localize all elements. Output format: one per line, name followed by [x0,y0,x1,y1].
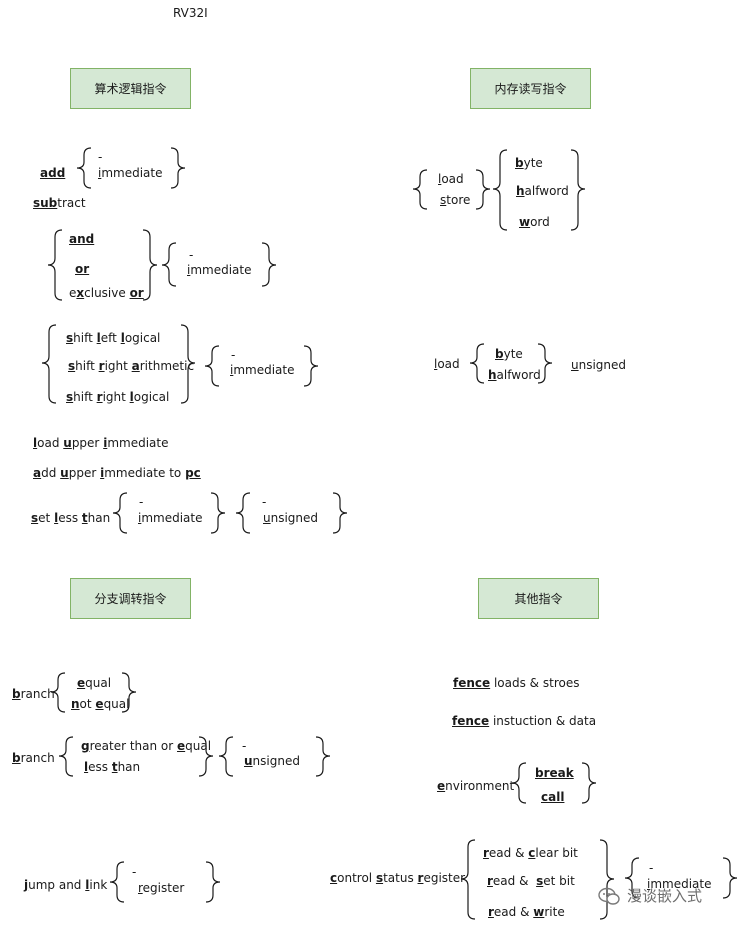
brace-csr-imm-open [624,857,640,899]
fence-i-label: fence instuction & data [452,714,597,728]
read-set-bit-label: read & set bit [487,874,575,888]
brace-size-close [570,149,586,231]
brace-logic-open [47,229,63,301]
not-equal-label: not equal [71,697,130,711]
brace-beq-open [50,672,66,713]
jal-register: register [138,881,185,895]
sll-label: shift left logical [66,331,161,345]
slt-unsigned: unsigned [263,511,319,525]
brace-bge-open [58,736,74,777]
brace-csr-open [460,839,476,920]
bge-unsigned: unsigned [244,754,300,768]
halfword-label: halfword [516,184,569,198]
brace-add-open [76,147,92,189]
word-label: word [519,215,550,229]
add-label: add [40,166,66,180]
jal-dash: - [132,865,137,879]
store-label: store [440,193,471,207]
jal-label: jump and link [24,878,108,892]
brace-shift-close [180,324,196,404]
less-than-label: less than [84,760,141,774]
brace-bge-close [198,736,214,777]
byte-label: byte [515,156,543,170]
brace-shift-open [41,324,57,404]
brace-unsigned-load-close [537,343,553,384]
halfword-label-2: halfword [488,368,541,382]
slt-dash: - [139,495,144,509]
brace-ls-open [412,169,428,210]
auipc-label: add upper immediate to pc [33,466,201,480]
brace-bge-uns-open [218,736,234,777]
sra-label: shift right arithmetic [68,359,195,373]
brace-shift-imm-open [204,345,220,387]
watermark-text: 漫谈嵌入式 [627,887,703,905]
logic-dash: - [189,248,194,262]
bge-dash: - [242,739,247,753]
branch-label: branch [12,687,55,701]
header-branch: 分支调转指令 [70,578,191,619]
brace-beq-close [121,672,137,713]
or-label: or [75,262,90,276]
call-label: call [541,790,565,804]
greater-equal-label: greater than or equal [81,739,212,753]
subtract-label: subtract [33,196,86,210]
brace-slt-imm-open [112,492,128,534]
wechat-logo-icon [598,887,620,905]
brace-logic-imm-open [161,242,177,287]
lui-label: load upper immediate [33,436,169,450]
header-memory: 内存读写指令 [470,68,591,109]
equal-label: equal [77,676,112,690]
brace-csr-close [599,839,615,920]
brace-size-open [492,149,508,231]
brace-logic-imm-close [261,242,277,287]
csr-immediate: immediate [647,877,712,891]
srl-label: shift right logical [66,390,170,404]
unsigned-label: unsigned [571,358,627,372]
diagram-title: RV32I [173,6,208,20]
brace-jal-close [205,861,221,903]
fence-label: fence loads & stroes [453,676,580,690]
header-other: 其他指令 [478,578,599,619]
brace-slt-uns-open [235,492,251,534]
brace-bge-uns-close [315,736,331,777]
brace-csr-imm-close [722,857,738,899]
shift-dash: - [231,348,236,362]
csr-label: control status register [330,871,466,885]
brace-add-close [170,147,186,189]
read-write-label: read & write [488,905,565,919]
brace-unsigned-load-open [469,343,485,384]
shift-immediate: immediate [230,363,295,377]
slt-immediate: immediate [138,511,203,525]
load-label: load [438,172,464,186]
and-label: and [69,232,95,246]
slt-label: set less than [31,511,111,525]
brace-ls-close [475,169,491,210]
brace-env-close [581,762,597,804]
brace-slt-uns-close [332,492,348,534]
branch-label-2: branch [12,751,55,765]
brace-env-open [511,762,527,804]
brace-jal-open [109,861,125,903]
add-dash: - [98,150,103,164]
brace-shift-imm-close [303,345,319,387]
header-arith: 算术逻辑指令 [70,68,191,109]
load-unsigned-label: load [434,357,460,371]
brace-logic-close [142,229,158,301]
csr-dash: - [649,861,654,875]
break-label: break [535,766,574,780]
byte-label-2: byte [495,347,523,361]
environment-label: environment [437,779,515,793]
logic-immediate: immediate [187,263,252,277]
brace-slt-imm-close [210,492,226,534]
read-clear-bit-label: read & clear bit [483,846,578,860]
slt-dash2: - [262,495,267,509]
exclusive-or-label: exclusive or [69,286,144,300]
add-immediate: immediate [98,166,163,180]
